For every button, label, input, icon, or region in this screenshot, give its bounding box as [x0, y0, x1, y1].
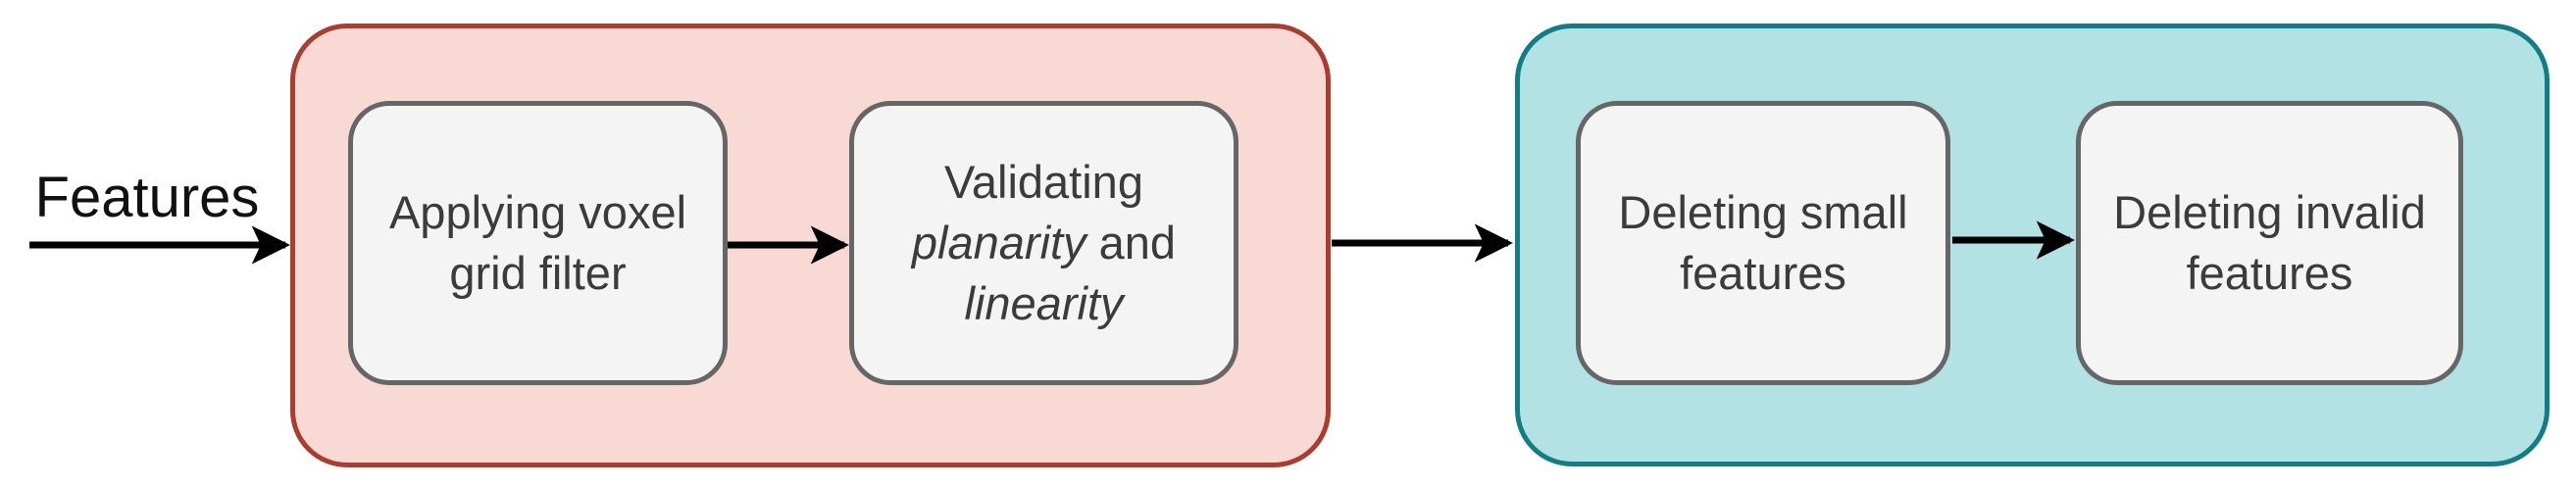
features-label: Features — [34, 166, 260, 229]
